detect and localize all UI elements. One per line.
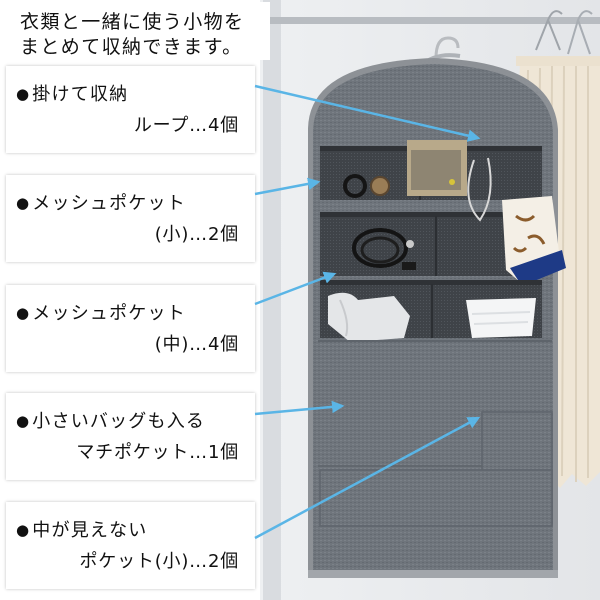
background-hanger (535, 10, 563, 51)
feature-title: メッシュポケット (32, 193, 186, 214)
bullet-icon: ● (16, 412, 31, 430)
background-hanger (567, 10, 593, 55)
bullet-icon: ● (16, 85, 31, 103)
hanging-rod (270, 17, 600, 24)
bullet-icon: ● (16, 521, 31, 539)
feature-title: 小さいバッグも入る (32, 411, 206, 432)
feature-detail: ポケット(小)…2個 (79, 551, 239, 572)
closet-side-panel (263, 0, 281, 600)
feature-detail: マチポケット…1個 (76, 442, 239, 463)
hidden-pocket (319, 469, 553, 527)
bullet-icon: ● (16, 304, 31, 322)
feature-card-hidden-pockets: ●中が見えない ポケット(小)…2個 (6, 502, 255, 589)
intro-text-line-2: まとめて収納できます。 (20, 36, 243, 58)
intro-text-line-1: 衣類と一緒に使う小物を (20, 11, 245, 33)
feature-title: メッシュポケット (32, 303, 186, 324)
feature-card-gusset-pocket: ●小さいバッグも入る マチポケット…1個 (6, 393, 255, 480)
feature-card-loops: ●掛けて収納 ループ…4個 (6, 66, 255, 153)
intro-box: 衣類と一緒に使う小物を まとめて収納できます。 (8, 2, 270, 60)
hair-clip (370, 176, 390, 196)
feature-detail: ループ…4個 (133, 115, 239, 136)
belt (352, 228, 416, 270)
necklace (467, 157, 492, 222)
gloves (466, 298, 536, 338)
hair-tie (343, 174, 367, 198)
feature-card-mesh-small: ●メッシュポケット (小)…2個 (6, 175, 255, 262)
feature-title: 掛けて収納 (32, 84, 129, 105)
garment-organizer (308, 58, 566, 578)
bullet-icon: ● (16, 194, 31, 212)
feature-card-mesh-medium: ●メッシュポケット (中)…4個 (6, 285, 255, 372)
feature-detail: (中)…4個 (154, 334, 239, 355)
drawstring-pouch (328, 292, 410, 342)
feature-title: 中が見えない (32, 520, 148, 541)
scarf (502, 196, 566, 286)
feature-detail: (小)…2個 (154, 224, 239, 245)
